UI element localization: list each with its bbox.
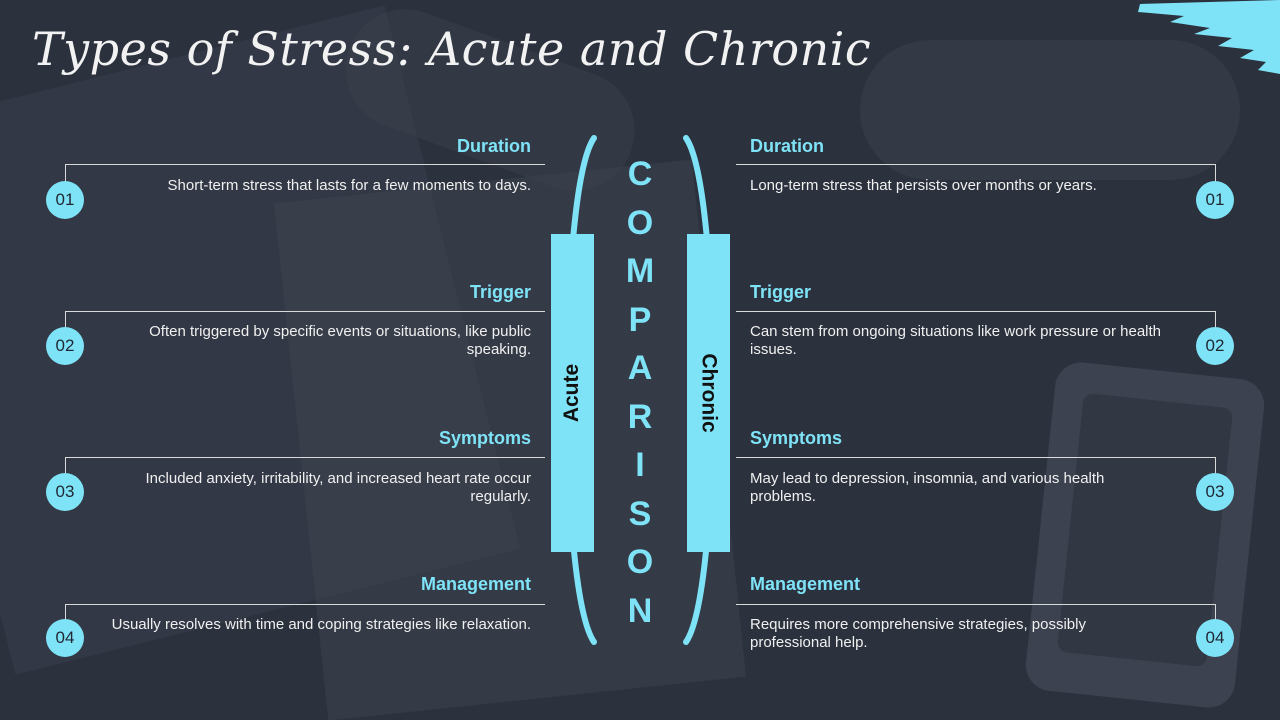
comparison-letter: O bbox=[626, 203, 654, 242]
chronic-number-badge: 03 bbox=[1196, 473, 1234, 511]
divider-line bbox=[65, 311, 545, 312]
acute-number-badge: 01 bbox=[46, 181, 84, 219]
divider-line bbox=[65, 604, 545, 605]
chronic-item-trigger: Trigger Can stem from ongoing situations… bbox=[736, 280, 1216, 380]
chronic-item-management: Management Requires more comprehensive s… bbox=[736, 573, 1216, 673]
comparison-letter: M bbox=[625, 252, 655, 290]
acute-item-symptoms: Symptoms Included anxiety, irritability,… bbox=[65, 426, 545, 526]
chronic-heading: Management bbox=[750, 574, 861, 594]
connector-line bbox=[65, 604, 66, 620]
acute-heading: Duration bbox=[457, 136, 531, 156]
divider-line bbox=[736, 457, 1216, 458]
brush-stroke-decoration bbox=[1138, 0, 1280, 74]
connector-line bbox=[1215, 457, 1216, 473]
acute-number-badge: 02 bbox=[46, 327, 84, 365]
connector-line bbox=[1215, 164, 1216, 182]
connector-line bbox=[65, 457, 66, 473]
chronic-heading: Symptoms bbox=[750, 428, 843, 448]
acute-heading: Symptoms bbox=[438, 428, 531, 448]
comparison-word: C O M P A R I S O N bbox=[614, 150, 666, 635]
acute-item-management: Management Usually resolves with time an… bbox=[65, 573, 545, 673]
chronic-bar: Chronic bbox=[687, 234, 730, 552]
connector-line bbox=[65, 164, 66, 182]
acute-description: Usually resolves with time and coping st… bbox=[111, 616, 531, 633]
acute-number-badge: 04 bbox=[46, 619, 84, 657]
chronic-heading: Duration bbox=[750, 136, 824, 156]
chronic-description: Requires more comprehensive strategies, … bbox=[750, 616, 1086, 651]
comparison-letter: C bbox=[627, 155, 653, 193]
acute-bar: Acute bbox=[551, 234, 594, 552]
chronic-description: Can stem from ongoing situations like wo… bbox=[750, 323, 1162, 358]
page-title: Types of Stress: Acute and Chronic bbox=[32, 22, 872, 76]
chronic-item-symptoms: Symptoms May lead to depression, insomni… bbox=[736, 426, 1216, 526]
acute-item-trigger: Trigger Often triggered by specific even… bbox=[65, 280, 545, 380]
acute-description: Short-term stress that lasts for a few m… bbox=[167, 177, 531, 194]
acute-heading: Management bbox=[420, 574, 531, 594]
chronic-bar-label: Chronic bbox=[697, 353, 721, 433]
comparison-letter: N bbox=[627, 591, 653, 630]
comparison-letter: S bbox=[628, 494, 652, 533]
connector-line bbox=[1215, 604, 1216, 620]
acute-number-badge: 03 bbox=[46, 473, 84, 511]
divider-line bbox=[736, 164, 1216, 165]
comparison-letter: P bbox=[628, 300, 652, 339]
comparison-letter: A bbox=[627, 349, 653, 387]
chronic-item-duration: Duration Long-term stress that persists … bbox=[736, 134, 1216, 234]
acute-item-duration: Duration Short-term stress that lasts fo… bbox=[65, 134, 545, 234]
divider-line bbox=[736, 311, 1216, 312]
acute-description: Included anxiety, irritability, and incr… bbox=[145, 470, 531, 505]
chronic-description: May lead to depression, insomnia, and va… bbox=[750, 470, 1105, 505]
chronic-number-badge: 02 bbox=[1196, 327, 1234, 365]
chronic-number-badge: 04 bbox=[1196, 619, 1234, 657]
acute-heading: Trigger bbox=[469, 282, 531, 302]
divider-line bbox=[736, 604, 1216, 605]
divider-line bbox=[65, 457, 545, 458]
connector-line bbox=[65, 311, 66, 327]
acute-description: Often triggered by specific events or si… bbox=[149, 323, 531, 358]
comparison-letter: I bbox=[635, 446, 645, 484]
acute-bar-label: Acute bbox=[560, 363, 584, 423]
divider-line bbox=[65, 164, 545, 165]
chronic-description: Long-term stress that persists over mont… bbox=[750, 177, 1097, 194]
comparison-letter: R bbox=[627, 397, 653, 436]
chronic-heading: Trigger bbox=[750, 282, 812, 302]
connector-line bbox=[1215, 311, 1216, 327]
comparison-letter: O bbox=[626, 543, 654, 581]
chronic-number-badge: 01 bbox=[1196, 181, 1234, 219]
